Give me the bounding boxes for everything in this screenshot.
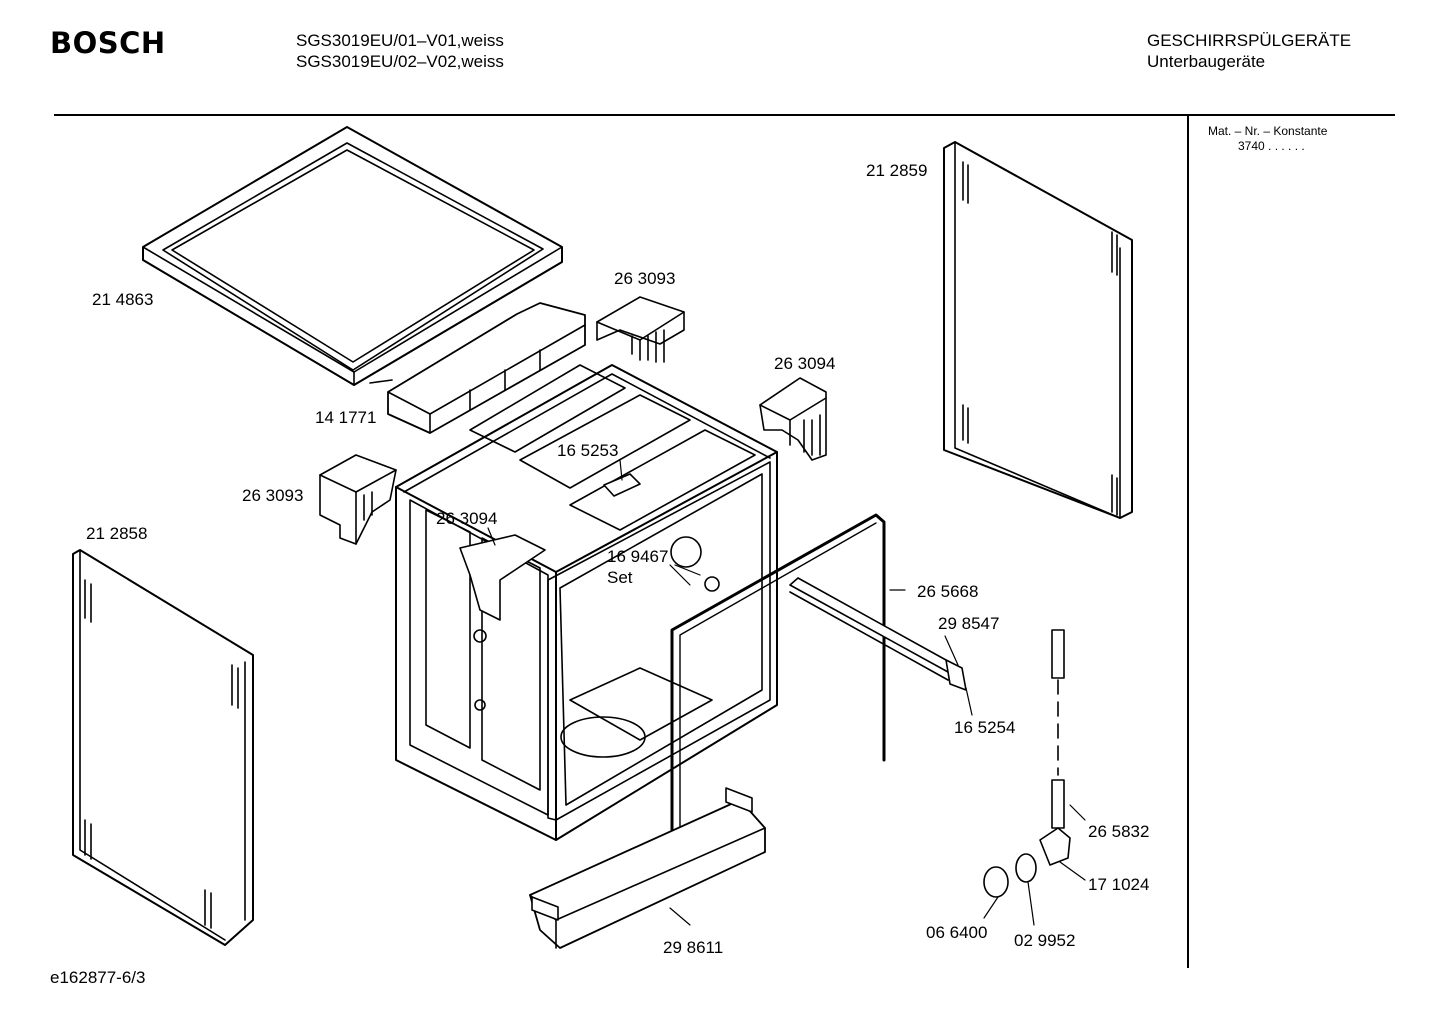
label-nut: 06 6400 [926, 923, 988, 942]
cover-support-part [369, 302, 586, 434]
label-seal-ring: 02 9952 [1014, 931, 1076, 950]
label-top-cover: 21 4863 [92, 290, 154, 309]
base-plinth-part [529, 787, 766, 949]
label-guide-bracket-left: 26 3094 [436, 509, 498, 528]
right-side-panel-part [943, 141, 1133, 519]
label-base-plinth: 29 8611 [663, 938, 724, 957]
category-line-2: Unterbaugeräte [1147, 52, 1266, 71]
label-upper-hinge-clip-left: 26 3093 [242, 486, 304, 505]
hinge-clip-left-part [319, 454, 397, 545]
label-tube: 29 8547 [938, 614, 1000, 633]
model-list: SGS3019EU/01–V01,weiss SGS3019EU/02–V02,… [296, 30, 504, 72]
hose-part [1039, 629, 1071, 866]
leader-lines [487, 459, 1086, 926]
category-line-1: GESCHIRRSPÜLGERÄTE [1147, 31, 1352, 50]
label-end-cap: 16 5254 [954, 718, 1016, 737]
model-line-1: SGS3019EU/01–V01,weiss [296, 31, 504, 50]
tub-body-part [395, 364, 778, 841]
hinge-clip-upper-right-part [596, 296, 685, 363]
model-line-2: SGS3019EU/02–V02,weiss [296, 52, 504, 71]
door-seal-part [670, 513, 886, 872]
mat-nr-box: Mat. – Nr. – Konstante 3740 . . . . . . [1208, 124, 1327, 154]
mat-nr-label: Mat. – Nr. – Konstante [1208, 124, 1328, 138]
sidebar-divider [1187, 116, 1189, 968]
label-fixing-set: 16 9467 [607, 547, 669, 566]
label-connector: 17 1024 [1088, 875, 1150, 894]
mat-nr-value: 3740 . . . . . . [1238, 139, 1305, 153]
category-heading: GESCHIRRSPÜLGERÄTE Unterbaugeräte [1147, 30, 1351, 72]
label-upper-hinge-clip-right: 26 3093 [614, 269, 676, 288]
guide-bracket-right-part [759, 377, 827, 461]
drawing-id: e162877-6/3 [50, 968, 146, 987]
nut-part [983, 866, 1009, 898]
label-left-side-panel: 21 2858 [86, 524, 148, 543]
left-side-panel-part [72, 549, 254, 946]
label-door-seal: 26 5668 [917, 582, 979, 601]
brand-logo: BOSCH [50, 26, 166, 60]
header-divider [54, 114, 1395, 116]
guide-bracket-left-part [459, 534, 546, 711]
label-fixing-set-note: Set [607, 568, 633, 587]
top-cover-part [142, 126, 563, 386]
label-cover-support: 14 1771 [315, 408, 377, 427]
label-hose: 26 5832 [1088, 822, 1150, 841]
label-roof-clip: 16 5253 [557, 441, 619, 460]
label-right-side-panel: 21 2859 [866, 161, 928, 180]
seal-ring-part [1015, 853, 1037, 883]
label-guide-bracket-right: 26 3094 [774, 354, 836, 373]
